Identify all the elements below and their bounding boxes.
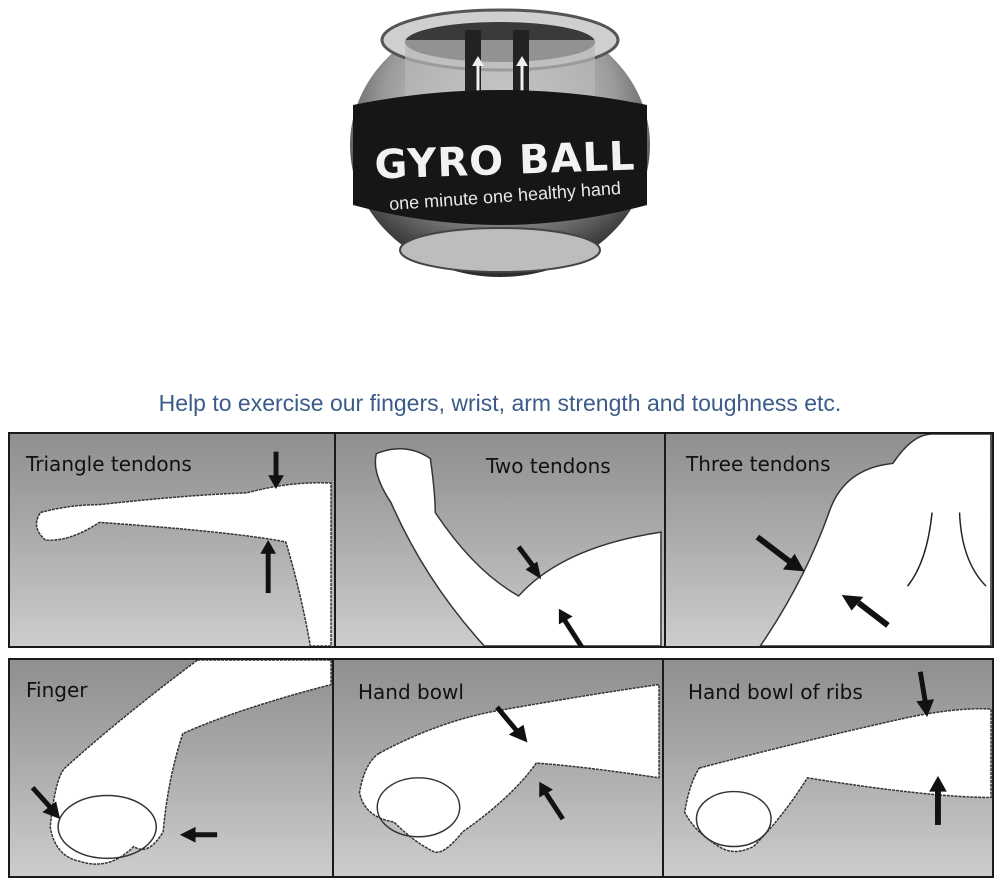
panel-two-tendons: Two tendons: [334, 432, 666, 648]
exercise-grid: Triangle tendons Two tendons Three tendo…: [8, 432, 994, 878]
forearm-illustration-icon: [683, 671, 992, 853]
panel-label: Hand bowl of ribs: [688, 680, 863, 704]
back-illustration-icon: [755, 434, 992, 646]
panel-three-tendons: Three tendons: [664, 432, 994, 648]
wrist-illustration-icon: [358, 683, 660, 853]
panel-label: Hand bowl: [358, 680, 464, 704]
panel-label: Three tendons: [686, 452, 831, 476]
panel-label: Triangle tendons: [26, 452, 192, 476]
headline: Help to exercise our fingers, wrist, arm…: [158, 390, 842, 416]
gyro-ball-icon: [350, 8, 650, 277]
panel-label: Finger: [26, 678, 88, 702]
panel-hand-bowl: Hand bowl: [332, 658, 664, 878]
panel-hand-bowl-of-ribs: Hand bowl of ribs: [662, 658, 994, 878]
panel-triangle-tendons: Triangle tendons: [8, 432, 336, 648]
panel-label: Two tendons: [486, 454, 611, 478]
gyro-ball-image: GYRO BALL one minute one healthy hand: [335, 0, 665, 280]
panel-finger: Finger: [8, 658, 334, 878]
arm-illustration-icon: [35, 451, 332, 646]
hand-illustration-icon: [30, 660, 332, 865]
arm-illustration-icon: [374, 448, 662, 646]
